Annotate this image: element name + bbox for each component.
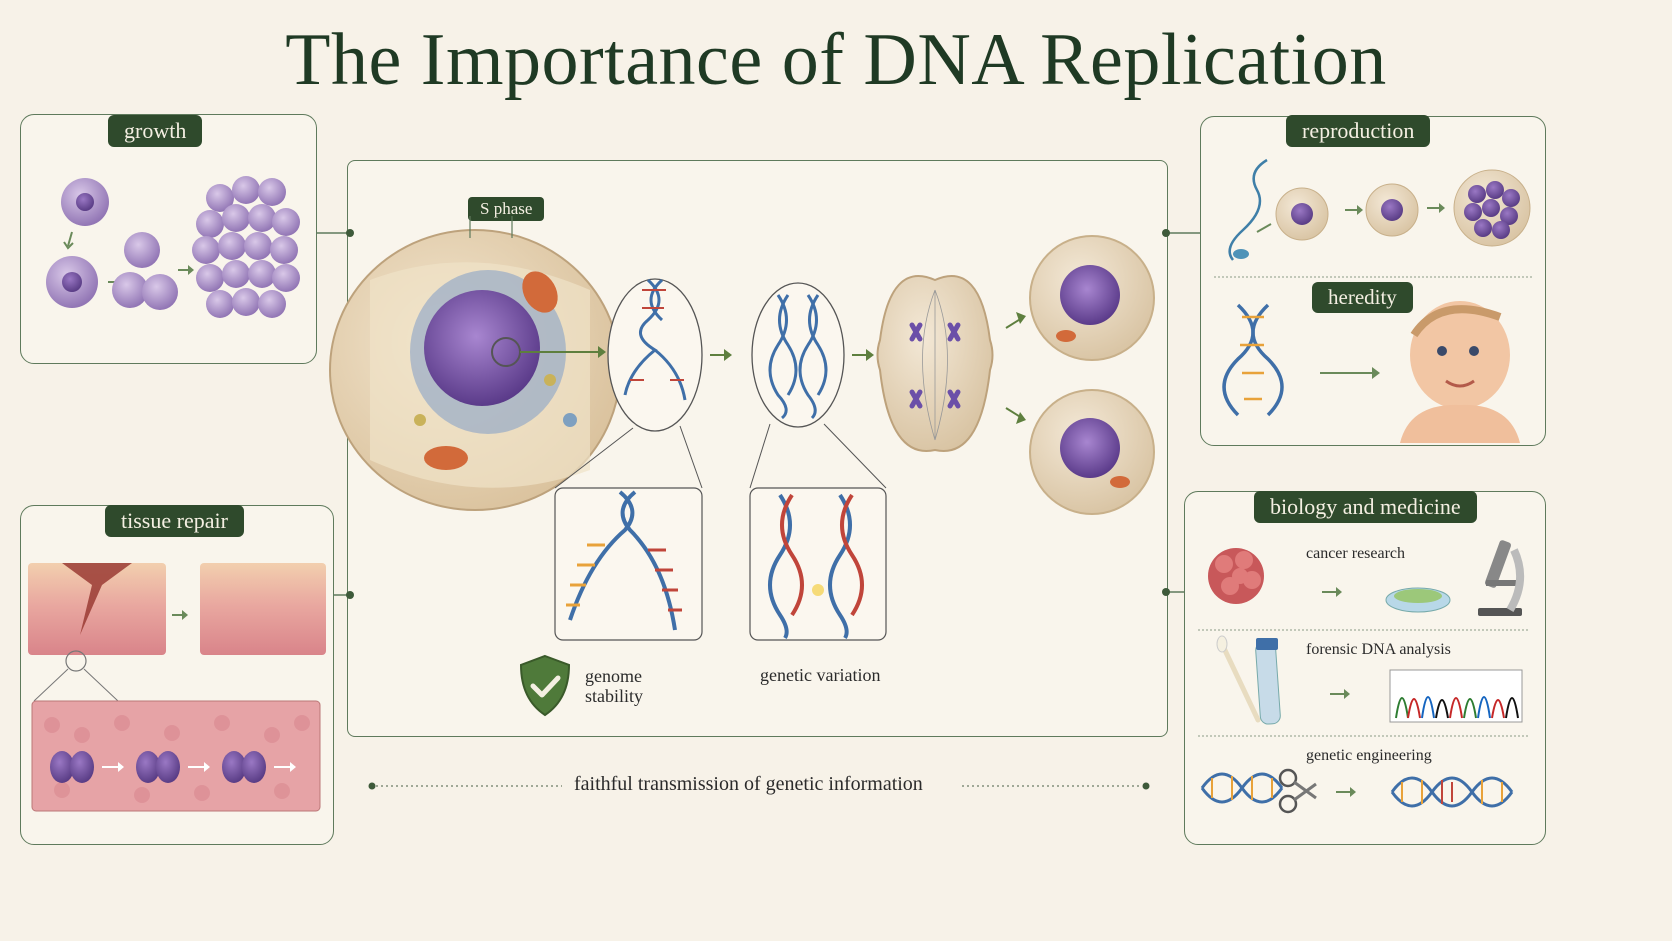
genetic-engineering-illustration — [1200, 768, 1514, 814]
divider — [1214, 276, 1532, 278]
cancer-research-illustration — [1208, 540, 1525, 616]
growth-illustration — [46, 176, 300, 318]
divider — [1198, 629, 1528, 631]
shield-check-icon — [519, 654, 571, 717]
reproduction-tag: reproduction — [1286, 115, 1431, 147]
heredity-tag: heredity — [1312, 282, 1413, 313]
genetic-engineering-label: genetic engineering — [1306, 747, 1432, 764]
heredity-illustration — [1222, 301, 1520, 443]
cancer-research-label: cancer research — [1306, 545, 1406, 562]
genetic-variation-label: genetic variation — [760, 665, 881, 685]
forensic-illustration — [1216, 635, 1523, 725]
divider — [1198, 735, 1528, 737]
growth-tag: growth — [108, 115, 203, 147]
tissue-repair-illustration — [28, 563, 326, 812]
s-phase-tag: S phase — [468, 197, 545, 221]
forensic-label: forensic DNA analysis — [1306, 641, 1451, 658]
cell-and-replication-illustration — [329, 216, 1155, 641]
biology-medicine-tag: biology and medicine — [1254, 491, 1477, 523]
reproduction-illustration — [1228, 158, 1531, 261]
footer-caption: faithful transmission of genetic informa… — [574, 773, 923, 795]
tissue-repair-tag: tissue repair — [105, 505, 244, 537]
genome-stability-label: genome stability — [585, 666, 643, 706]
page-title: The Importance of DNA Replication — [285, 19, 1387, 101]
